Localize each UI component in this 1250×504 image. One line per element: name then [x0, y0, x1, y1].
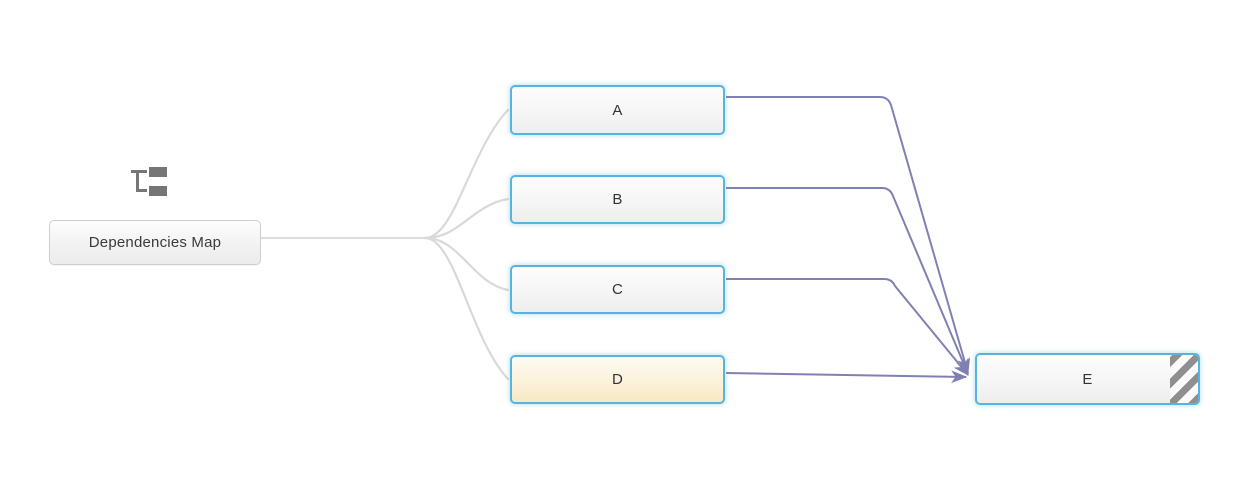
edge-b-to-e [726, 187, 969, 376]
node-b-label: B [612, 191, 623, 208]
node-dependencies-map[interactable]: Dependencies Map [49, 220, 261, 265]
node-dependencies-map-label: Dependencies Map [88, 234, 222, 251]
node-e[interactable]: E [975, 353, 1200, 405]
node-b[interactable]: B [510, 175, 725, 224]
node-e-label: E [1082, 370, 1093, 388]
hierarchy-icon-block-bottom [147, 184, 169, 198]
edge-root-to-c [423, 236, 510, 292]
hierarchy-icon-line-bottom [136, 189, 149, 192]
node-d[interactable]: D [510, 355, 725, 404]
hierarchy-icon-line-top [131, 170, 149, 173]
edge-root-to-a [423, 108, 510, 240]
edge-root-to-d [423, 236, 510, 381]
hierarchy-icon-line-vertical [136, 172, 139, 191]
node-a-label: A [612, 101, 623, 119]
hierarchy-icon [131, 164, 169, 200]
node-a[interactable]: A [510, 85, 725, 135]
edge-root-to-b [423, 197, 510, 240]
hierarchy-icon-block-top [147, 165, 169, 179]
node-e-hatch-pattern [1170, 355, 1198, 403]
node-c-label: C [611, 281, 624, 298]
edge-d-to-e [725, 370, 968, 384]
edge-c-to-e [726, 278, 969, 376]
edge-a-to-e [726, 96, 971, 375]
node-c[interactable]: C [510, 265, 725, 314]
node-d-label: D [611, 371, 624, 388]
